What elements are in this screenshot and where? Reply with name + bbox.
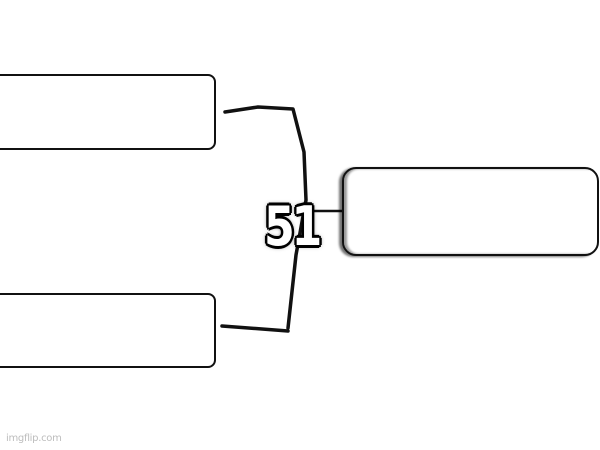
watermark: imgflip.com xyxy=(6,433,62,444)
bracket-slot-top xyxy=(0,74,216,150)
bracket-slot-winner xyxy=(342,167,599,256)
match-number: 51 xyxy=(264,195,322,258)
connector-top xyxy=(223,105,308,330)
connector-bottom xyxy=(220,324,290,333)
bracket-slot-bottom xyxy=(0,293,216,368)
